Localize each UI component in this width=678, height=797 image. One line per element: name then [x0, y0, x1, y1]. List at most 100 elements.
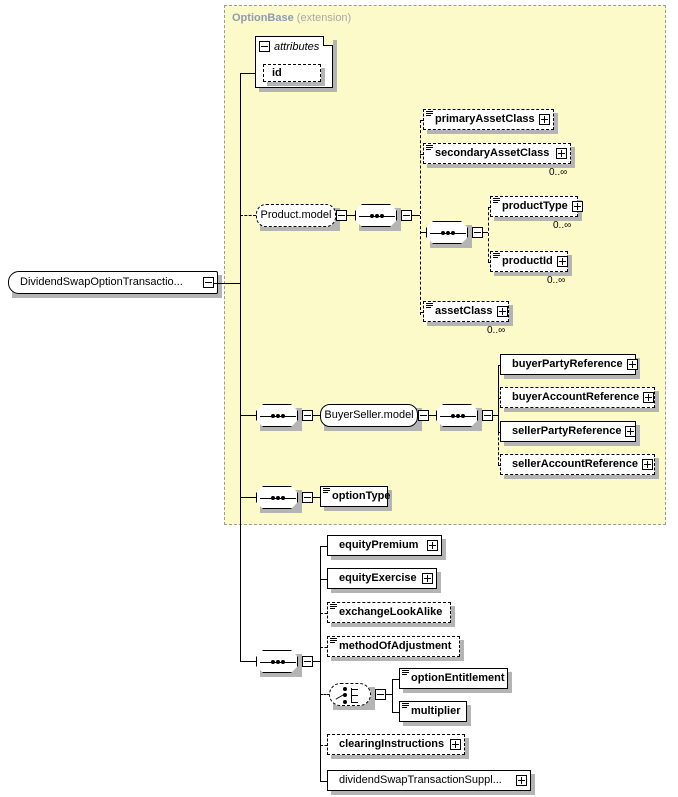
- group-product-model[interactable]: Product.model: [256, 204, 336, 227]
- productId-cardinality: 0..∞: [547, 275, 566, 286]
- element-equityExercise[interactable]: equityExercise: [327, 568, 437, 589]
- element-type-icon: [330, 638, 337, 645]
- product-model-to-seq-line: [347, 215, 355, 216]
- sellerPartyReference-expand-toggle[interactable]: [625, 426, 637, 437]
- product-inner-seq-out-line: [483, 232, 488, 233]
- sellerAccountReference-expand-toggle[interactable]: [641, 459, 653, 470]
- dividendSwapTransactionSupplement-branch: [320, 781, 332, 782]
- element-equityPremium[interactable]: equityPremium: [327, 535, 442, 556]
- root-collapse-toggle[interactable]: [203, 277, 214, 288]
- group-buyer-seller-model[interactable]: BuyerSeller.model: [320, 404, 418, 427]
- element-type-icon: [493, 198, 500, 205]
- sequence-compositor-buyerseller-inner[interactable]: [436, 404, 478, 427]
- optionEntitlement-label: optionEntitlement: [411, 672, 505, 684]
- element-type-icon: [402, 670, 409, 677]
- buyerseller-outer-seq-collapse-toggle[interactable]: [302, 410, 313, 421]
- sequence-compositor-buyerseller-outer[interactable]: [256, 404, 298, 427]
- buyerAccountReference-expand-toggle[interactable]: [643, 392, 655, 403]
- sequence-compositor-product-inner[interactable]: [426, 221, 468, 244]
- sequence-compositor-optiontype[interactable]: [256, 486, 298, 509]
- element-productId[interactable]: productId: [490, 251, 568, 272]
- element-secondaryAssetClass[interactable]: secondaryAssetClass: [423, 143, 571, 164]
- product-model-collapse-toggle[interactable]: [336, 210, 347, 221]
- element-productType[interactable]: productType: [490, 196, 583, 217]
- all-group-collapse-toggle[interactable]: [375, 689, 386, 700]
- optionType-label: optionType: [332, 490, 391, 502]
- sequence-compositor-lower[interactable]: [256, 650, 298, 673]
- attr-connector-h: [240, 73, 255, 74]
- primaryAssetClass-expand-toggle[interactable]: [539, 114, 550, 125]
- attributes-label: attributes: [274, 41, 320, 53]
- buyerseller-inner-seq-collapse-toggle[interactable]: [482, 410, 493, 421]
- root-element[interactable]: DividendSwapOptionTransactio...: [8, 271, 218, 294]
- element-methodOfAdjustment[interactable]: methodOfAdjustment: [327, 636, 460, 657]
- buyerseller-group-collapse-toggle[interactable]: [418, 410, 429, 421]
- clearingInstructions-expand-toggle[interactable]: [450, 739, 461, 750]
- multiplier-branch: [392, 712, 400, 713]
- clearingInstructions-branch: [320, 745, 332, 746]
- attributes-collapse-toggle[interactable]: [259, 41, 270, 52]
- element-primaryAssetClass[interactable]: primaryAssetClass: [423, 109, 554, 130]
- secondaryAssetClass-expand-toggle[interactable]: [556, 148, 567, 159]
- all-group-children-trunk: [392, 679, 393, 712]
- sequence-compositor-product[interactable]: [355, 204, 397, 227]
- equityExercise-expand-toggle[interactable]: [422, 573, 433, 584]
- element-type-icon: [426, 145, 433, 152]
- methodOfAdjustment-label: methodOfAdjustment: [339, 640, 452, 652]
- element-dividendSwapTransactionSupplement[interactable]: dividendSwapTransactionSuppl...: [327, 770, 531, 791]
- element-buyerAccountReference[interactable]: buyerAccountReference: [500, 387, 655, 408]
- secondaryAssetClass-cardinality: 0..∞: [549, 167, 568, 178]
- buyerseller-seq-to-group-line: [313, 415, 320, 416]
- product-seq-collapse-toggle[interactable]: [401, 210, 412, 221]
- group-buyer-seller-model-label: BuyerSeller.model: [324, 409, 414, 421]
- element-type-icon: [426, 303, 433, 310]
- optiontype-seq-collapse-toggle[interactable]: [302, 492, 313, 503]
- lower-seq-branch-line: [240, 661, 256, 662]
- root-to-trunk-line: [214, 283, 240, 284]
- element-type-icon: [426, 111, 433, 118]
- all-group-branch: [320, 694, 330, 695]
- product-inner-seq-collapse-toggle[interactable]: [472, 227, 483, 238]
- sellerPartyReference-label: sellerPartyReference: [512, 425, 622, 437]
- buyerAccountReference-label: buyerAccountReference: [512, 391, 640, 403]
- dividendSwapTransactionSupplement-expand-toggle[interactable]: [516, 775, 527, 786]
- element-optionEntitlement[interactable]: optionEntitlement: [399, 668, 508, 689]
- element-optionType[interactable]: optionType: [320, 486, 390, 507]
- primaryAssetClass-label: primaryAssetClass: [435, 113, 535, 125]
- product-inner-seq-in-line: [420, 232, 426, 233]
- equityExercise-label: equityExercise: [339, 572, 417, 584]
- clearingInstructions-label: clearingInstructions: [339, 738, 445, 750]
- product-model-branch-line: [240, 215, 256, 216]
- optiontype-seq-out-line: [313, 497, 320, 498]
- buyerseller-children-trunk-dashed: [498, 398, 499, 465]
- element-sellerAccountReference[interactable]: sellerAccountReference: [500, 454, 655, 475]
- productId-expand-toggle[interactable]: [556, 256, 568, 267]
- optiontype-branch-line: [240, 497, 256, 498]
- element-type-icon: [330, 604, 337, 611]
- element-multiplier[interactable]: multiplier: [399, 701, 467, 722]
- element-buyerPartyReference[interactable]: buyerPartyReference: [500, 354, 638, 375]
- attribute-id-label: id: [272, 66, 282, 79]
- buyerseller-inner-out-line: [493, 415, 498, 416]
- optionEntitlement-branch: [392, 679, 400, 680]
- product-children-trunk: [420, 120, 421, 315]
- element-exchangeLookAlike[interactable]: exchangeLookAlike: [327, 602, 451, 623]
- assetClass-expand-toggle[interactable]: [496, 306, 508, 317]
- element-assetClass[interactable]: assetClass: [423, 301, 509, 322]
- multiplier-label: multiplier: [411, 705, 461, 717]
- buyerPartyReference-label: buyerPartyReference: [512, 358, 623, 370]
- element-clearingInstructions[interactable]: clearingInstructions: [327, 734, 465, 755]
- extension-title: OptionBase (extension): [232, 12, 351, 24]
- lower-children-trunk: [320, 546, 321, 782]
- attribute-id[interactable]: id: [263, 64, 321, 82]
- all-compositor-group[interactable]: [329, 683, 371, 706]
- equityPremium-expand-toggle[interactable]: [427, 540, 438, 551]
- productId-label: productId: [502, 255, 553, 267]
- buyerseller-group-out-line: [429, 415, 436, 416]
- extension-name: OptionBase: [232, 12, 294, 24]
- buyerPartyReference-expand-toggle[interactable]: [626, 359, 638, 370]
- element-sellerPartyReference[interactable]: sellerPartyReference: [500, 421, 637, 442]
- group-product-model-label: Product.model: [260, 209, 332, 221]
- lower-seq-collapse-toggle[interactable]: [302, 656, 313, 667]
- productType-expand-toggle[interactable]: [571, 201, 583, 212]
